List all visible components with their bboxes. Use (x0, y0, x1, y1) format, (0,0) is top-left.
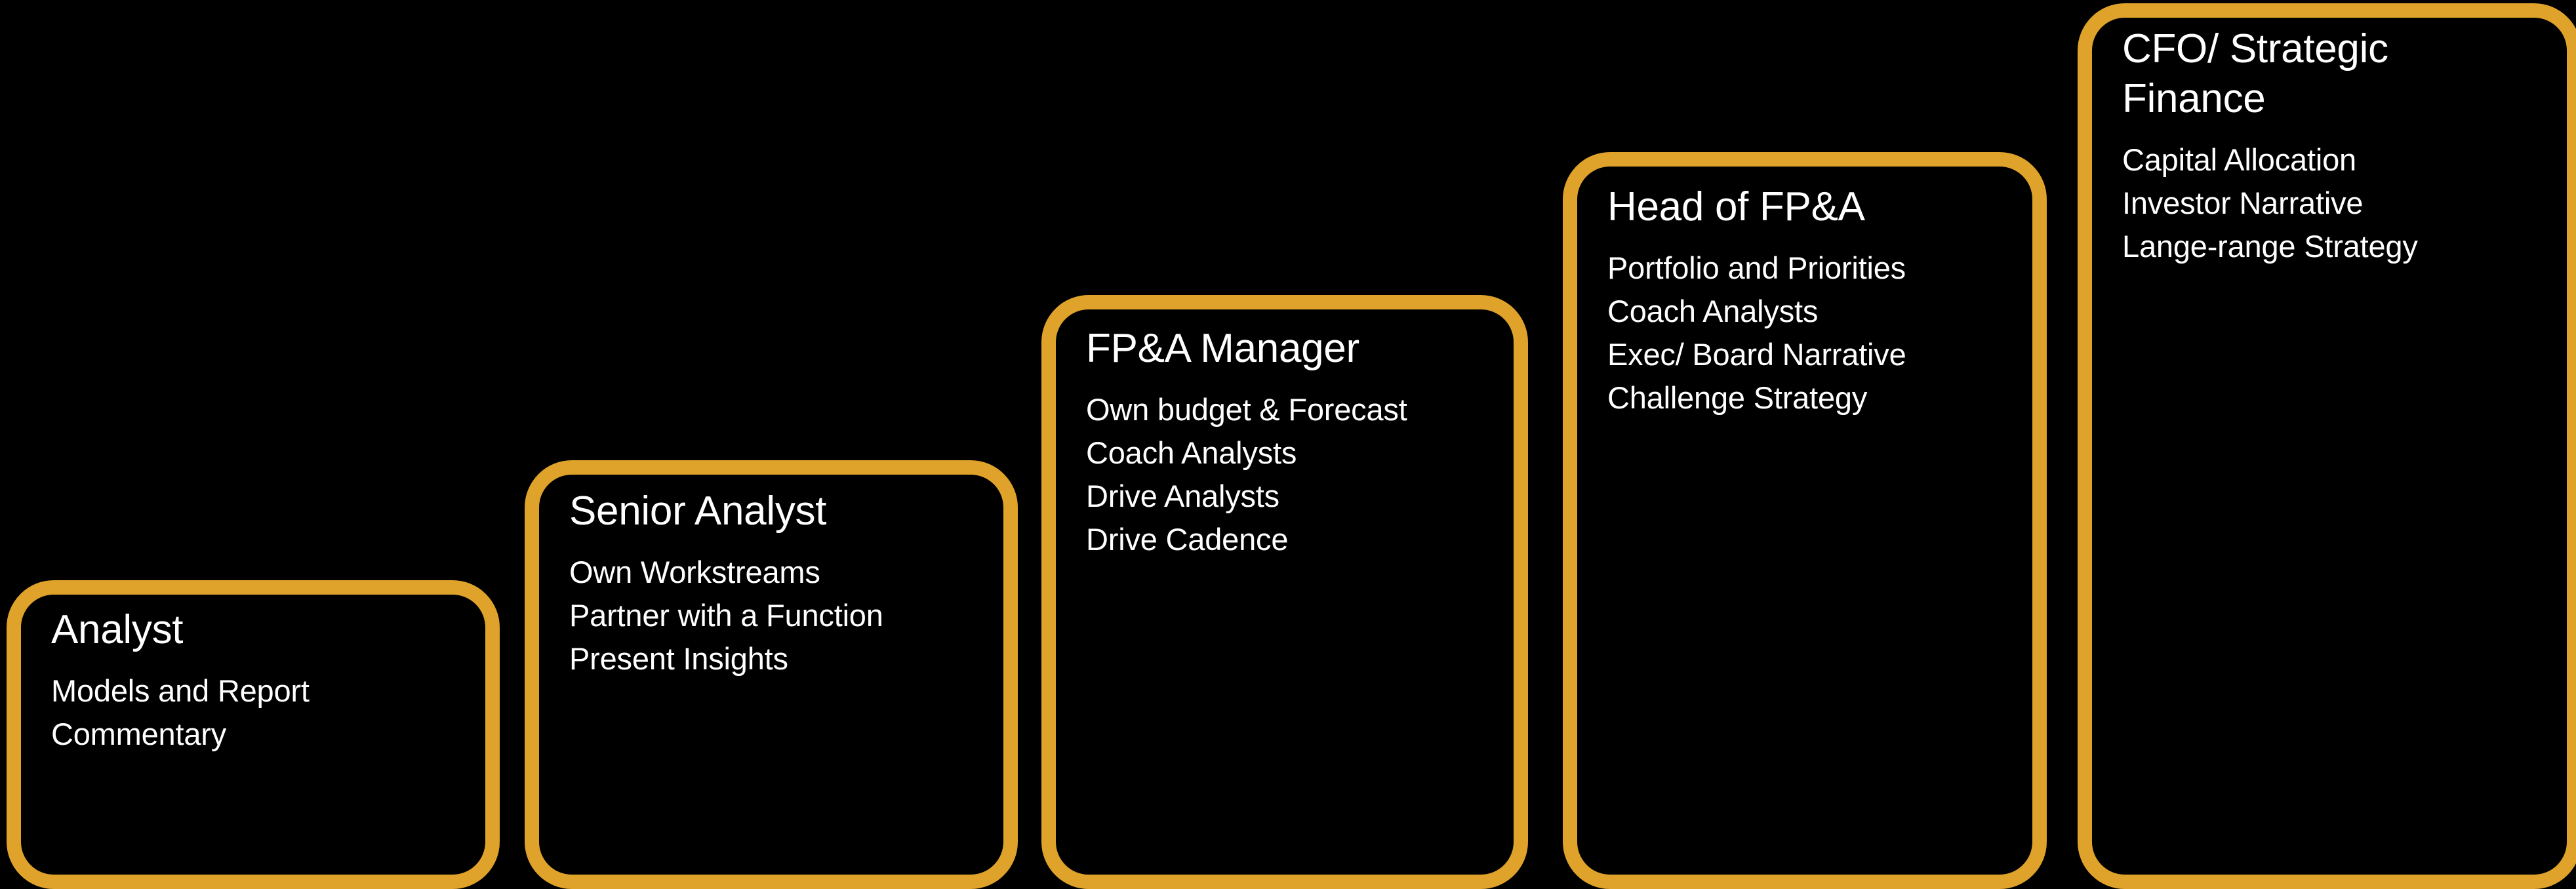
step-responsibility-item: Own Workstreams (569, 555, 820, 589)
step-card-fpa-manager[interactable]: FP&A Manager Own budget & Forecast Coach… (1041, 295, 1528, 889)
step-card-content: Analyst Models and Report Commentary (21, 595, 485, 756)
step-responsibility-item: Portfolio and Priorities (1607, 250, 1906, 285)
step-title: Senior Analyst (569, 488, 827, 534)
step-responsibility-item: Drive Analysts (1086, 479, 1279, 513)
step-responsibility-item: Exec/ Board Narrative (1607, 337, 1906, 372)
step-responsibility-item: Challenge Strategy (1607, 380, 1868, 415)
step-card-head-of-fpa[interactable]: Head of FP&A Portfolio and Priorities Co… (1563, 152, 2047, 889)
step-card-content: Senior Analyst Own Workstreams Partner w… (539, 475, 1003, 681)
step-responsibility-item: Own budget & Forecast (1086, 392, 1407, 427)
step-responsibility-list: Own Workstreams Partner with a Function … (569, 551, 986, 681)
step-title: Analyst (51, 607, 184, 652)
step-responsibility-item: Drive Cadence (1086, 522, 1289, 557)
step-responsibility-item: Lange-range Strategy (2122, 229, 2418, 264)
step-card-content: Head of FP&A Portfolio and Priorities Co… (1577, 167, 2032, 420)
step-card-senior-analyst[interactable]: Senior Analyst Own Workstreams Partner w… (525, 460, 1018, 889)
step-responsibility-item: Partner with a Function (569, 598, 883, 633)
step-title: Head of FP&A (1607, 184, 1865, 229)
step-card-content: FP&A Manager Own budget & Forecast Coach… (1056, 309, 1514, 561)
step-responsibility-item: Coach Analysts (1086, 435, 1297, 470)
step-responsibility-item: Models and Report (51, 673, 310, 708)
step-card-analyst[interactable]: Analyst Models and Report Commentary (7, 580, 500, 889)
step-responsibility-list: Models and Report Commentary (51, 669, 468, 756)
step-title: FP&A Manager (1086, 326, 1359, 371)
step-responsibility-item: Present Insights (569, 641, 788, 676)
step-responsibility-item: Investor Narrative (2122, 186, 2364, 220)
step-responsibility-item: Commentary (51, 717, 227, 751)
step-responsibility-list: Portfolio and Priorities Coach Analysts … (1607, 247, 2015, 420)
step-responsibility-list: Capital Allocation Investor Narrative La… (2122, 138, 2550, 268)
step-responsibility-item: Coach Analysts (1607, 294, 1819, 328)
step-responsibility-item: Capital Allocation (2122, 142, 2356, 177)
step-responsibility-list: Own budget & Forecast Coach Analysts Dri… (1086, 388, 1497, 561)
step-title: CFO/ Strategic Finance (2122, 26, 2388, 121)
step-card-cfo-strategic-finance[interactable]: CFO/ Strategic Finance Capital Allocatio… (2078, 3, 2576, 889)
step-card-content: CFO/ Strategic Finance Capital Allocatio… (2092, 18, 2567, 268)
